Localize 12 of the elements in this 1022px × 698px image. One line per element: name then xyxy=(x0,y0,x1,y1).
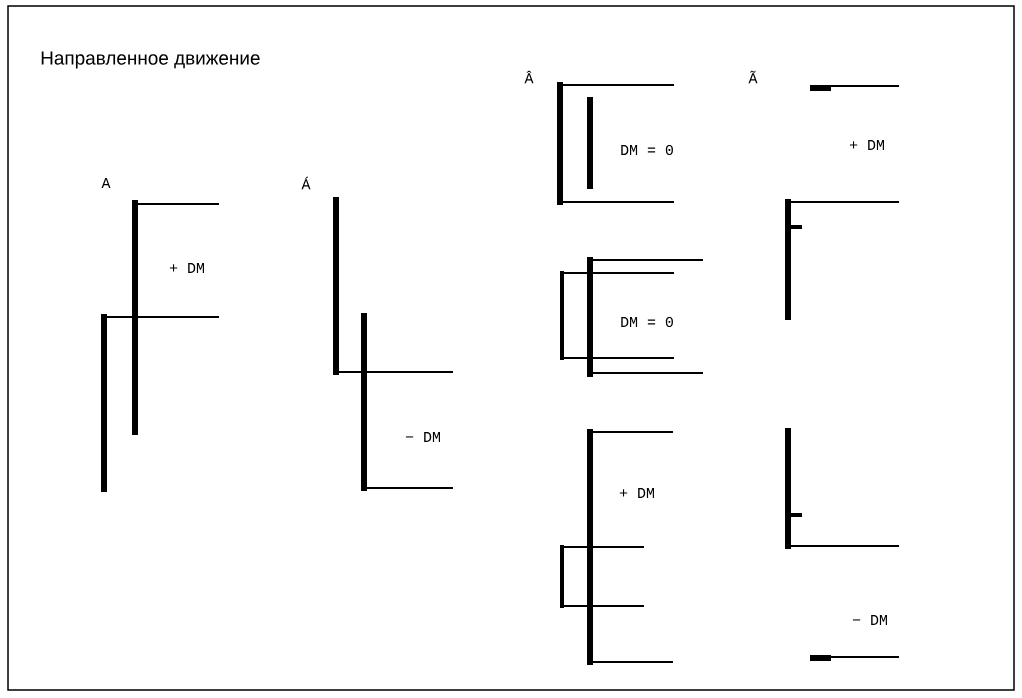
value-label: + DM xyxy=(849,140,884,150)
value-label: + DM xyxy=(619,488,654,498)
value-label: + DM xyxy=(169,263,204,273)
panel-letter: Á xyxy=(301,176,311,190)
panel-letter: Ã xyxy=(748,70,758,84)
value-label: − DM xyxy=(405,432,440,442)
panel-letter: A xyxy=(101,178,111,188)
title: Направленное движение xyxy=(41,51,260,69)
value-label: DM = 0 xyxy=(621,316,673,328)
value-label: − DM xyxy=(852,615,887,625)
value-label: DM = 0 xyxy=(621,144,673,156)
panel-letter: Â xyxy=(524,70,534,84)
